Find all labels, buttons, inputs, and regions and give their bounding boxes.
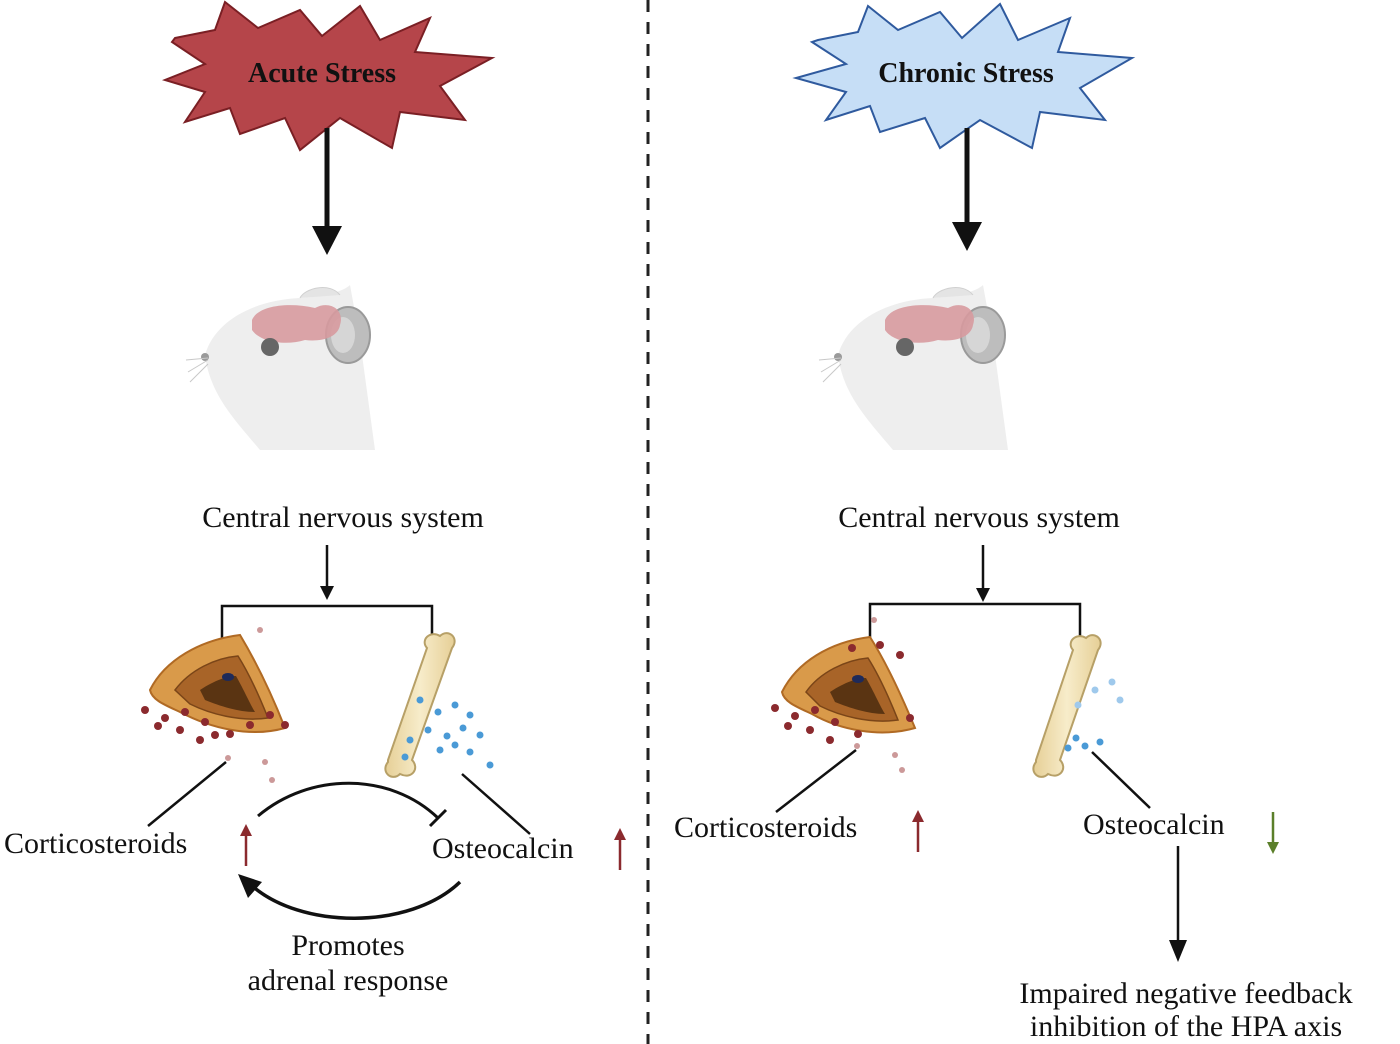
- brain-shape: [252, 305, 341, 343]
- mouse-head-illustration: [185, 285, 375, 450]
- promotes-label-line2: adrenal response: [248, 964, 449, 997]
- outcome-label-line2: inhibition of the HPA axis: [1030, 1010, 1342, 1043]
- acute-stress-label: Acute Stress: [248, 58, 396, 89]
- promotion-arc: [248, 880, 462, 920]
- right-bone-connector: [1091, 751, 1151, 809]
- right-corticosteroids-up-arrow: [912, 810, 924, 852]
- adrenal-connector: [147, 761, 227, 827]
- right-osteocalcin-label: Osteocalcin: [1083, 808, 1225, 841]
- left-corticosteroids-label: Corticosteroids: [4, 827, 187, 860]
- cns-down-arrowhead: [320, 586, 334, 600]
- promotes-label-line1: Promotes: [291, 929, 404, 962]
- right-corticosteroids-label: Corticosteroids: [674, 811, 857, 844]
- stress-to-cns-arrowhead: [312, 226, 342, 255]
- adrenal-gland-illustration: [148, 633, 287, 734]
- corticosteroid-dots: [141, 627, 289, 783]
- femur-bone-illustration-right: [1032, 634, 1102, 778]
- femur-bone-illustration: [384, 632, 456, 778]
- inhibition-arc: [257, 781, 440, 820]
- right-cns-down-arrowhead: [976, 588, 990, 602]
- acute-stress-burst: [161, 0, 496, 152]
- bone-connector: [461, 773, 531, 835]
- corticosteroid-dots-right: [771, 617, 914, 773]
- left-osteocalcin-up-arrow: [614, 828, 626, 870]
- left-bracket: [220, 604, 434, 640]
- left-corticosteroids-up-arrow: [240, 824, 252, 866]
- promotion-arrowhead: [238, 874, 262, 898]
- adrenal-gland-illustration-right: [780, 635, 917, 734]
- outcome-label-line1: Impaired negative feedback: [1019, 977, 1352, 1010]
- right-bracket: [868, 602, 1082, 638]
- left-cns-label: Central nervous system: [202, 501, 484, 534]
- chronic-stress-to-cns-arrowhead: [952, 222, 982, 251]
- left-osteocalcin-label: Osteocalcin: [432, 832, 574, 865]
- right-panel: Chronic Stress Central nervous system: [674, 2, 1353, 1043]
- brain-shape-right: [885, 305, 974, 343]
- osteocalcin-to-outcome-arrowhead: [1169, 940, 1187, 962]
- right-cns-label: Central nervous system: [838, 501, 1120, 534]
- chronic-stress-burst: [792, 2, 1136, 150]
- chronic-stress-label: Chronic Stress: [878, 58, 1054, 89]
- inhibition-bar: [428, 808, 448, 828]
- osteocalcin-dots-right: [1064, 678, 1124, 752]
- right-adrenal-connector: [775, 749, 857, 813]
- right-osteocalcin-down-arrow: [1267, 812, 1279, 854]
- mouse-head-illustration-right: [818, 285, 1008, 450]
- left-panel: Acute Stress Central nervous system: [4, 0, 626, 997]
- osteocalcin-dots: [401, 696, 494, 769]
